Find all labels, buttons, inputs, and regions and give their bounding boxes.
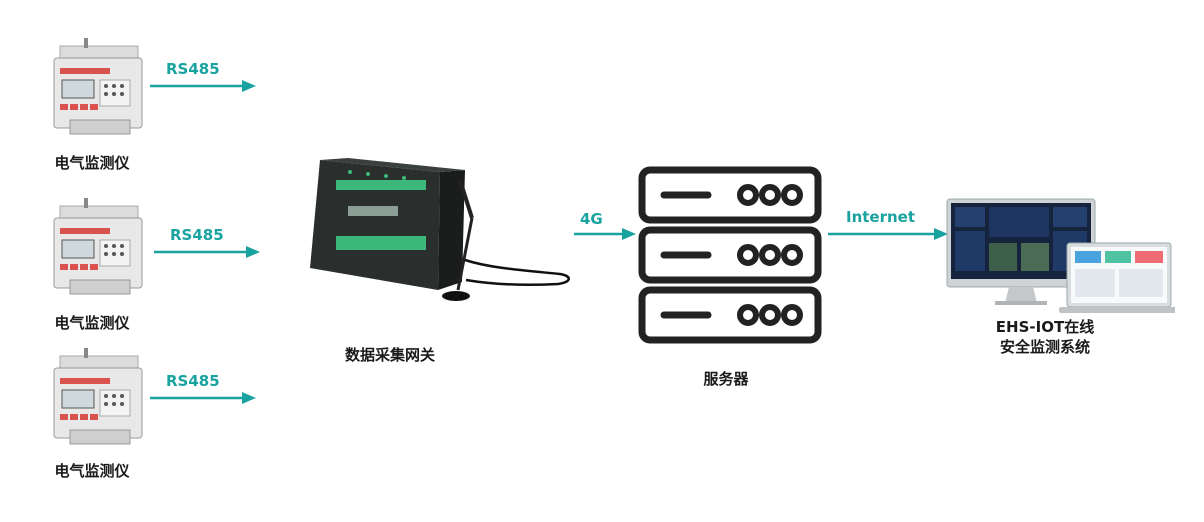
server-icon	[638, 166, 822, 344]
meter-label-1: 电气监测仪	[54, 154, 130, 172]
monitoring-system-screens	[946, 198, 1175, 313]
data-gateway-device	[310, 158, 570, 301]
system-label-line1: EHS-IOT在线	[995, 318, 1095, 336]
server-label: 服务器	[703, 370, 749, 388]
system-label-line2: 安全监测系统	[999, 338, 1090, 356]
internet-label: Internet	[846, 208, 916, 226]
rs485-label-3: RS485	[166, 372, 220, 390]
meter-label-3: 电气监测仪	[54, 462, 130, 480]
electric-meter-device-1	[53, 38, 143, 135]
gateway-label: 数据采集网关	[344, 346, 435, 364]
arrow-4g	[574, 228, 636, 240]
arrow-rs485-1	[150, 80, 256, 92]
arrow-rs485-3	[150, 392, 256, 404]
arrow-rs485-2	[154, 246, 260, 258]
electric-meter-device-3	[53, 348, 143, 445]
4g-label: 4G	[580, 210, 603, 228]
arrow-internet	[828, 228, 948, 240]
rs485-label-1: RS485	[166, 60, 220, 78]
meter-label-2: 电气监测仪	[54, 314, 130, 332]
electric-meter-device-2	[53, 198, 143, 295]
rs485-label-2: RS485	[170, 226, 224, 244]
